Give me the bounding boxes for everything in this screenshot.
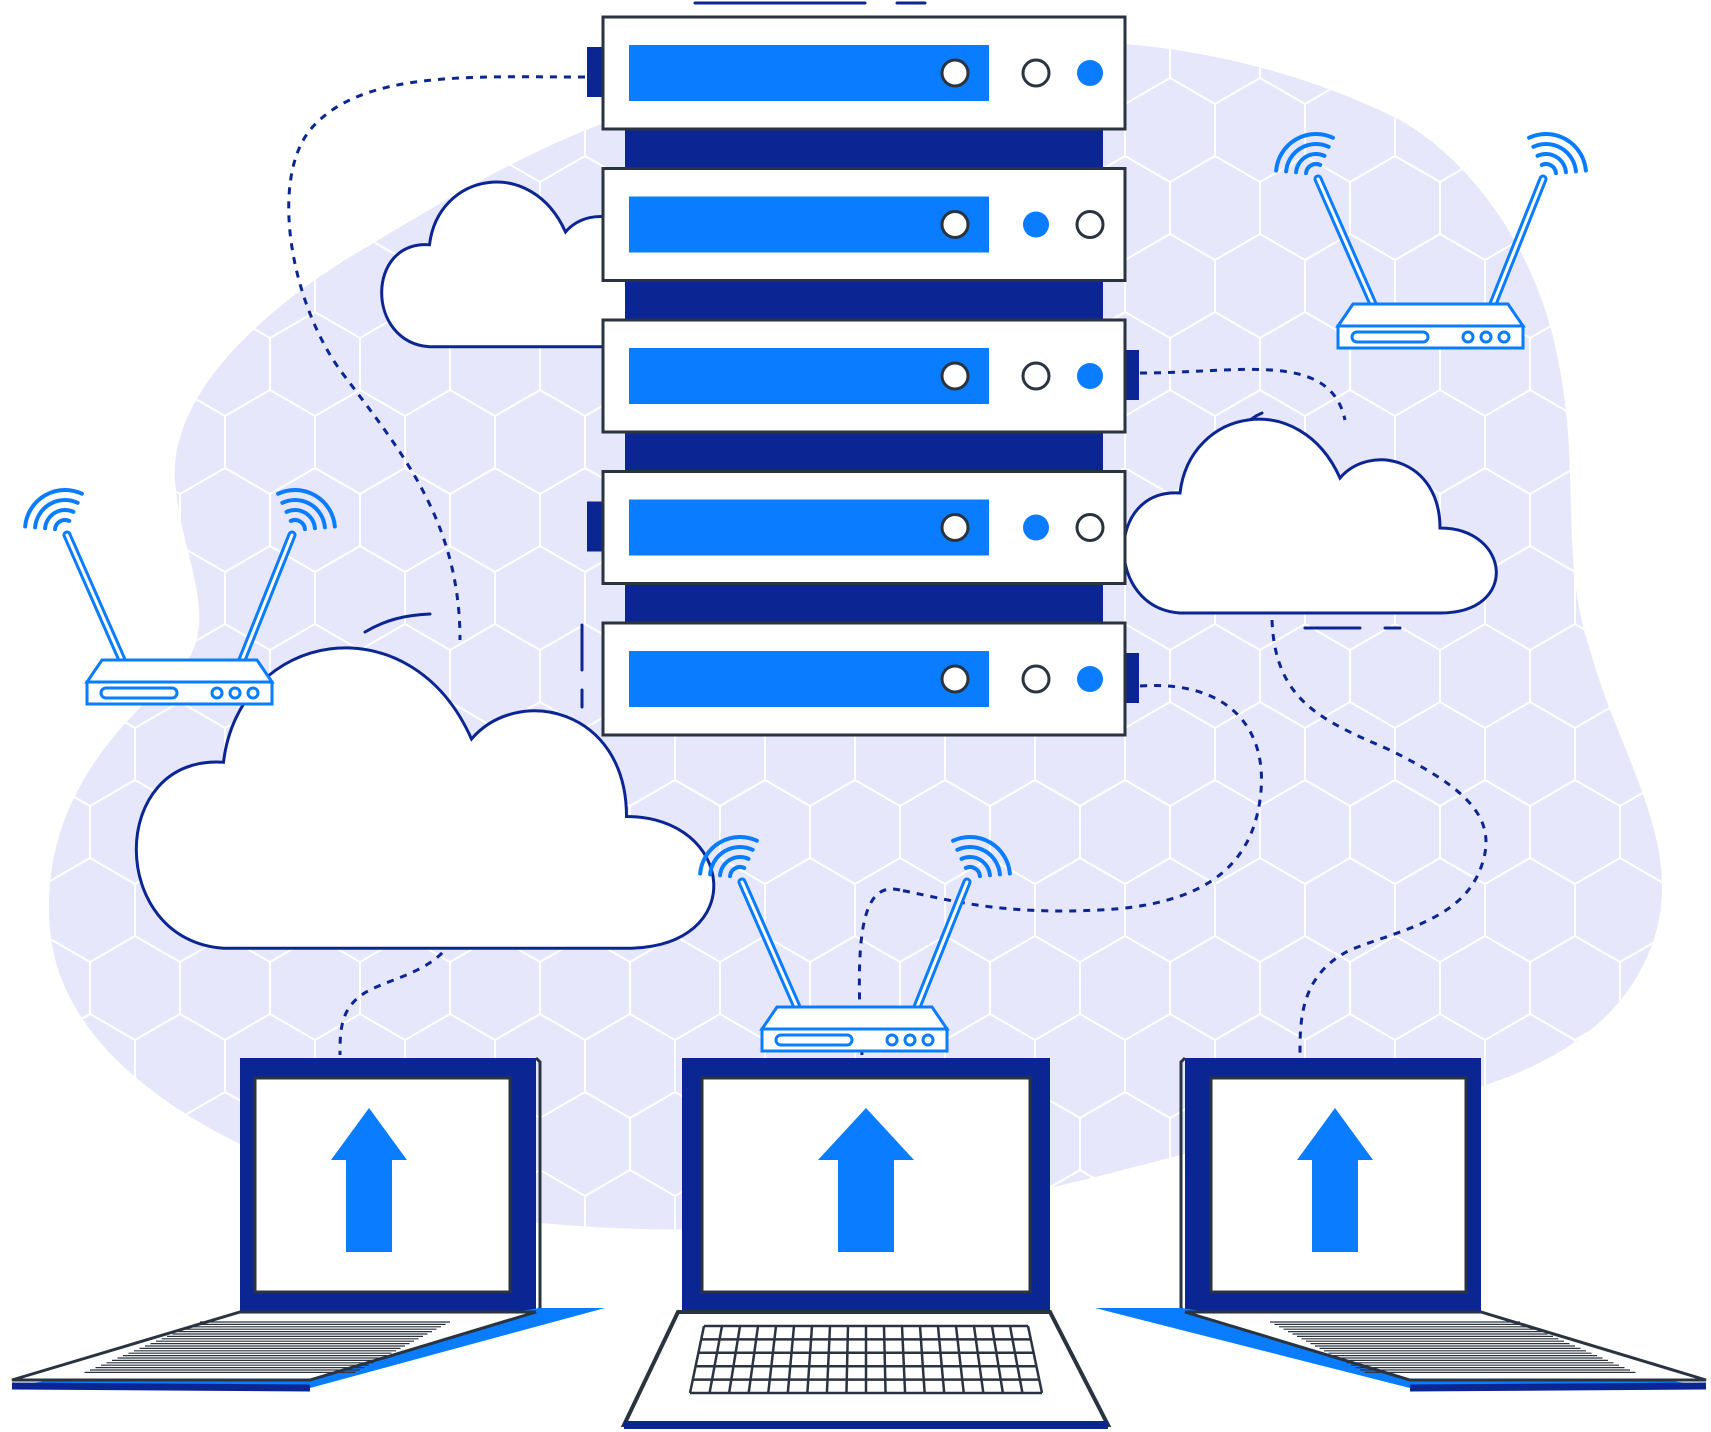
wifi-router-icon: [698, 835, 1012, 1053]
status-light-off: [1021, 58, 1051, 88]
router-led: [1497, 330, 1511, 344]
drive-bay: [629, 196, 989, 253]
laptop-keyboard: [84, 1321, 450, 1374]
connection-line: [287, 75, 586, 641]
router-led: [1479, 330, 1493, 344]
drive-bay: [629, 499, 989, 556]
drive-bay: [629, 45, 989, 101]
upload-arrow-icon: [818, 1108, 914, 1252]
status-light-off: [940, 361, 970, 391]
server-unit: [587, 15, 1127, 131]
laptop-keyboard: [688, 1324, 1044, 1395]
server-unit: [601, 621, 1139, 737]
connection-lines: [287, 75, 1488, 1056]
wifi-router-icon: [1274, 132, 1588, 350]
server-rack-icon: [587, 15, 1139, 737]
laptop-icon: [620, 1058, 1112, 1429]
upload-arrow-icon: [1297, 1108, 1373, 1252]
router-led: [1461, 330, 1475, 344]
laptop-icon: [1095, 1056, 1707, 1392]
port-connector: [1125, 350, 1139, 400]
cloud-icon: [1122, 417, 1498, 615]
upload-arrow-icon: [331, 1108, 407, 1252]
laptops: [11, 1056, 1707, 1429]
status-light-off: [940, 513, 970, 542]
status-light-off: [1021, 361, 1051, 391]
server-unit: [587, 470, 1127, 585]
laptop-icon: [11, 1056, 605, 1392]
cloud-icon: [135, 646, 716, 950]
wifi-router-icon: [23, 488, 337, 706]
server-unit: [601, 167, 1127, 282]
status-light-on: [1023, 211, 1049, 238]
accent-stroke: [363, 612, 432, 634]
port-connector: [1125, 653, 1139, 703]
connection-line: [857, 887, 901, 1056]
status-light-off: [1075, 210, 1105, 239]
status-light-off: [940, 210, 970, 239]
drive-bay: [629, 651, 989, 707]
status-light-on: [1077, 363, 1103, 389]
router-display: [99, 686, 179, 700]
status-light-off: [940, 664, 970, 694]
connection-line: [1270, 619, 1488, 1056]
router-led: [228, 686, 242, 700]
status-light-on: [1077, 60, 1103, 86]
status-light-off: [1075, 513, 1105, 542]
laptop-keyboard: [1270, 1321, 1636, 1374]
router-led: [921, 1033, 935, 1047]
drive-bay: [629, 348, 989, 404]
router-led: [210, 686, 224, 700]
connection-line: [338, 929, 460, 1056]
routers: [23, 132, 1588, 1053]
server-unit: [601, 318, 1139, 434]
router-led: [246, 686, 260, 700]
status-light-off: [1021, 664, 1051, 694]
router-led: [885, 1033, 899, 1047]
status-light-on: [1077, 666, 1103, 692]
router-display: [1350, 330, 1430, 344]
router-led: [903, 1033, 917, 1047]
port-connector: [587, 501, 603, 552]
port-connector: [587, 47, 603, 97]
router-display: [774, 1033, 854, 1047]
status-light-off: [940, 58, 970, 88]
status-light-on: [1023, 514, 1049, 541]
